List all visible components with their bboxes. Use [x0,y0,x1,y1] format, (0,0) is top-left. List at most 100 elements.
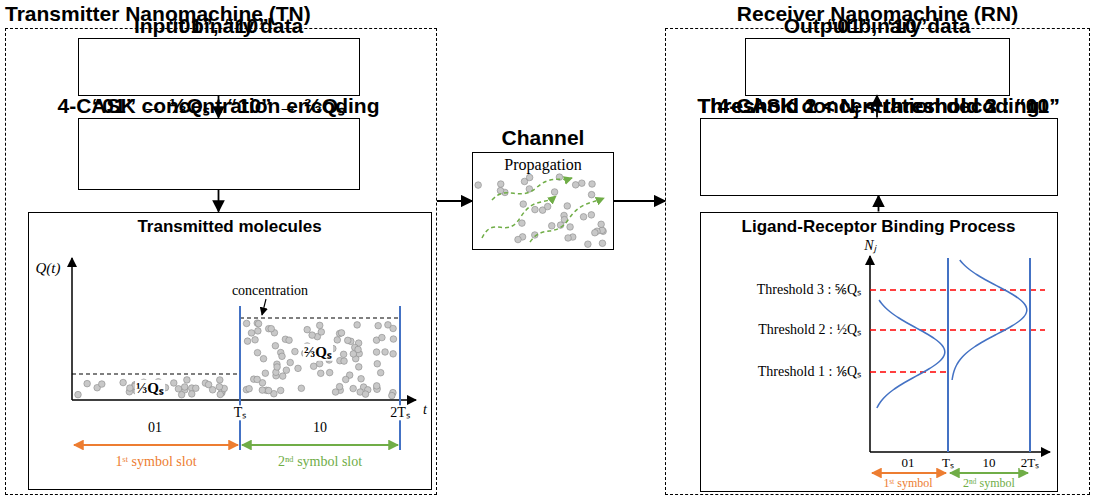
molecule-dot [377,369,384,376]
diffusion-path [492,178,572,200]
molecule-dot [120,379,127,386]
molecule-dot [274,364,281,371]
molecule-dot [99,381,106,388]
molecule-dot [192,385,199,392]
molecule-dot [181,384,188,391]
molecule-dot [373,383,380,390]
molecule-dot [216,377,223,384]
axis-label: 01 [901,456,916,470]
axis-label: Q(t) [35,260,62,277]
molecule-dot [344,337,351,344]
molecule-dot [354,322,361,329]
molecule-dot [475,182,482,189]
molecule-dot [599,240,606,247]
molecule-dot [588,191,595,198]
molecule-dot [265,387,272,394]
molecule-dot [551,189,558,196]
node-text: Propagation [473,156,613,174]
molecule-dot [564,203,571,210]
molecule-dot [304,326,311,333]
molecule-dot [589,181,596,188]
molecule-dot [520,201,527,208]
level-line [240,317,400,318]
molecule-dot [243,320,250,327]
molecule-dot [342,376,349,383]
molecule-dot [338,330,345,337]
axis-label: 10 [982,456,997,470]
node-text: Threshold 2 < Nⱼ < threshold 3 : “10” [697,92,1059,119]
molecule-dot [317,370,324,377]
node-text: “01”, “10” [168,12,268,39]
molecule-dot [358,375,365,382]
molecule-dot [316,360,323,367]
molecule-dot [260,355,267,362]
molecule-dot [252,336,259,343]
molecule-dot [332,389,339,396]
threshold-line [870,329,1045,331]
threshold-label: Threshold 2 : ½Qₛ [757,322,862,337]
slot-span-arrow [74,444,238,446]
molecule-dot [310,363,317,370]
slot-boundary [947,258,949,452]
axis-label: t [422,402,428,417]
flow-arrow [437,200,472,202]
molecule-dot [565,235,572,242]
axis-label: 1ˢᵗ symbol slot [114,454,197,469]
molecule-dot [184,377,191,384]
molecule-dot [262,370,269,377]
axis-label: Tₛ [233,405,248,420]
molecule-dot [600,228,607,235]
axis-label: ⅓Qₛ [135,380,165,397]
molecule-dot [175,386,182,393]
molecule-dots [75,320,397,399]
plot-box: Transmitted molecules [28,212,432,490]
molecule-dot [389,392,396,399]
pointer-arrow [262,299,266,315]
molecule-dot [497,181,504,188]
axis-label: 2Tₛ [389,405,411,420]
y-axis [869,256,871,452]
molecule-dot [244,338,251,345]
axis-label: 10 [312,420,328,435]
molecule-dot [309,332,316,339]
flow-arrow [218,190,220,212]
molecule-dot [279,353,286,360]
molecule-dot [75,391,82,398]
molecule-dot [170,380,177,387]
node-text: Ligand-Receptor Binding Process [701,217,1057,237]
molecule-dot [287,359,294,366]
flow-arrow [614,200,665,202]
channel-box: ChannelPropagation [472,152,614,250]
plot-box: Ligand-Receptor Binding Process [700,212,1058,492]
flow-arrow [878,196,880,212]
molecule-dot [283,367,290,374]
threshold-line [870,289,1045,291]
molecule-dot [592,229,599,236]
process-box: Output binary data“01”, “10” [745,38,1010,96]
molecule-dot [295,365,302,372]
molecule-dot [286,337,293,344]
molecule-dot [544,203,551,210]
threshold-line [870,371,948,373]
axis-label: ⅔Qₛ [303,344,333,361]
slot-span-arrow [950,472,1028,474]
axis-label: 1ˢᵗ symbol [882,477,933,490]
molecule-dot [217,391,224,398]
node-text: “01”, “10” [827,12,927,39]
axis-label: Tₛ [941,456,955,470]
molecule-dot [532,206,539,213]
diffusion-path [482,196,556,238]
axis-label: Nⱼ [863,238,876,253]
molecule-dot [246,385,253,392]
axis-label: 2ⁿᵈ symbol slot [277,454,363,469]
molecule-dot [272,342,279,349]
node-text: Transmitted molecules [29,217,431,237]
axis-label: 2Tₛ [1020,456,1040,470]
molecule-dot [390,325,397,332]
molecule-dot [277,387,284,394]
threshold-label: Threshold 3 : ⅚Qₛ [756,282,862,297]
molecule-dot [580,214,587,221]
